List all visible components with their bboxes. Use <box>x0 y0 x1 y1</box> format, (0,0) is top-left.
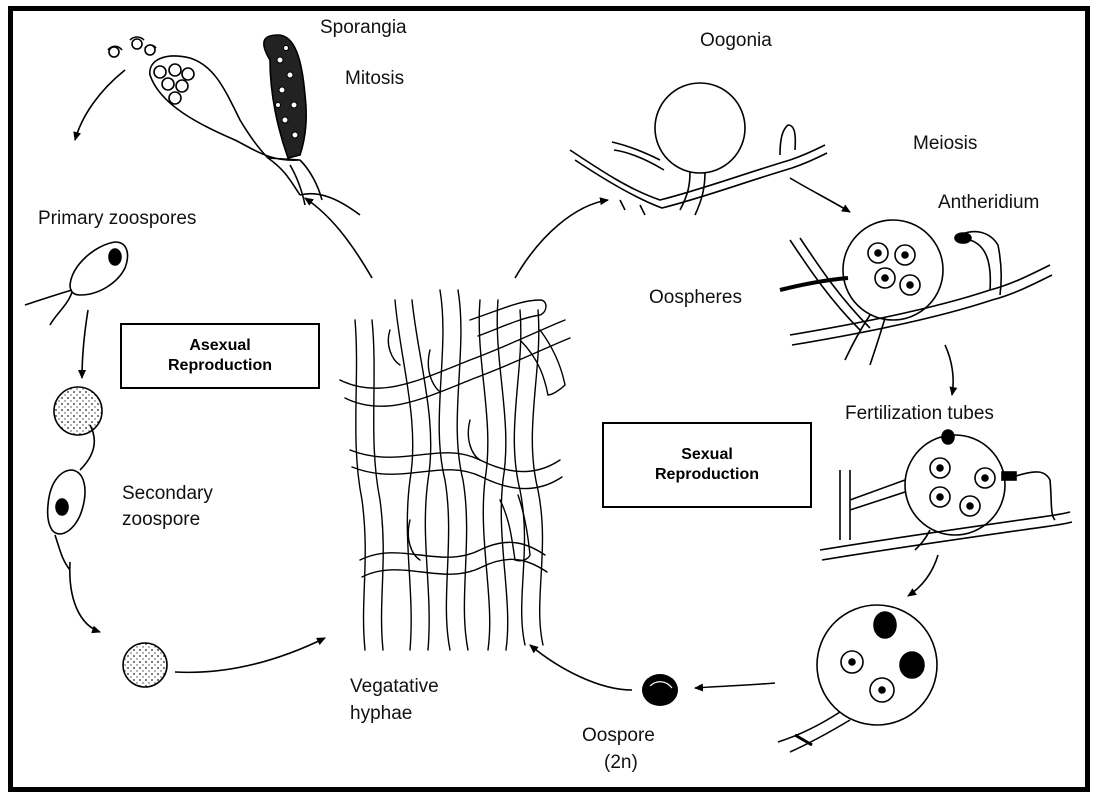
mature-oospore-drawing <box>778 605 937 752</box>
asexual-box-line2: Reproduction <box>122 356 318 376</box>
label-vegetative-hyphae-1: Vegatative <box>350 676 439 698</box>
arrow-cyst-to-hyphae <box>175 638 325 672</box>
arrow-oospore-to-hyphae <box>530 645 632 690</box>
label-mitosis: Mitosis <box>345 68 404 90</box>
label-secondary-zoospore-1: Secondary <box>122 483 213 505</box>
label-meiosis: Meiosis <box>913 133 977 155</box>
label-sporangia: Sporangia <box>320 17 407 39</box>
sexual-box-line1: Sexual <box>604 445 810 465</box>
primary-zoospore-drawing <box>25 242 128 325</box>
arrow-sporangia-to-primary <box>75 70 125 140</box>
oogonium-drawing <box>570 83 827 215</box>
label-oospore-2: (2n) <box>604 752 638 774</box>
secondary-zoospore-drawing <box>48 425 95 570</box>
label-oogonia: Oogonia <box>700 30 772 52</box>
encysted-zoospore-2 <box>123 643 167 687</box>
label-antheridium: Antheridium <box>938 192 1039 214</box>
label-primary-zoospores: Primary zoospores <box>38 208 196 230</box>
label-vegetative-hyphae-2: hyphae <box>350 703 412 725</box>
vegetative-hyphae-drawing <box>340 290 570 650</box>
arrow-hyphae-to-oogonia <box>515 200 608 278</box>
sexual-reproduction-box: Sexual Reproduction <box>602 422 812 508</box>
sexual-box-line2: Reproduction <box>604 465 810 485</box>
arrow-oogonia-to-antheridium <box>790 178 850 212</box>
sporangia-drawing <box>108 35 360 215</box>
arrow-primary-to-encyst <box>82 310 88 378</box>
arrow-hyphae-to-sporangia <box>305 198 372 278</box>
asexual-box-line1: Asexual <box>122 336 318 356</box>
label-secondary-zoospore-2: zoospore <box>122 509 200 531</box>
arrow-oospheres-to-fert <box>945 345 953 395</box>
label-oospheres: Oospheres <box>649 287 742 309</box>
antheridium-oogonium-drawing <box>780 220 1052 365</box>
asexual-reproduction-box: Asexual Reproduction <box>120 323 320 389</box>
arrow-secondary-to-encyst <box>70 562 100 632</box>
oospore-drawing <box>642 674 678 706</box>
fertilization-drawing <box>820 430 1072 560</box>
encysted-zoospore-1 <box>54 387 102 435</box>
label-oospore-1: Oospore <box>582 725 655 747</box>
arrow-fert-to-mature <box>908 555 938 596</box>
label-fertilization-tubes: Fertilization tubes <box>845 403 994 425</box>
arrow-mature-to-oospore <box>695 683 775 688</box>
